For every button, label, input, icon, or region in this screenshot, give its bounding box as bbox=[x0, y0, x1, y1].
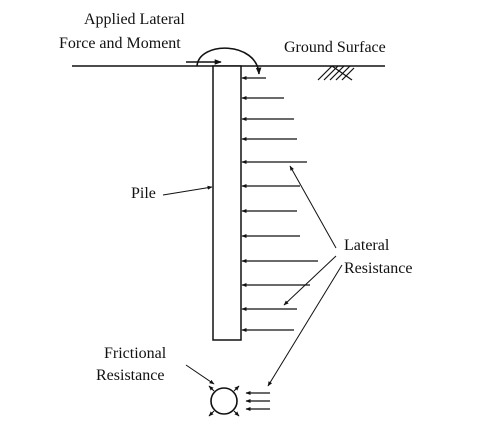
lateral-resistance-label-line1: Lateral bbox=[344, 237, 390, 254]
frictional-leader-line bbox=[185, 364, 215, 385]
pile-cross-section-icon bbox=[208, 385, 240, 417]
lateral-leader-line-2 bbox=[283, 255, 337, 306]
lateral-leader-line-3 bbox=[267, 264, 343, 387]
lateral-resistance-label-line2: Resistance bbox=[344, 260, 413, 277]
applied-force-label-line1: Applied Lateral bbox=[84, 11, 185, 28]
ground-surface-label: Ground Surface bbox=[284, 39, 386, 56]
pile-leader-line bbox=[162, 185, 213, 196]
moment-arrow-icon bbox=[196, 47, 262, 75]
cross-section-lateral-arrows bbox=[245, 391, 270, 411]
ground-hatch-icon bbox=[317, 65, 355, 81]
pile-label: Pile bbox=[131, 185, 156, 202]
frictional-resistance-label-line1: Frictional bbox=[104, 345, 167, 362]
applied-force-label-line2: Force and Moment bbox=[59, 35, 181, 52]
frictional-resistance-label-line2: Resistance bbox=[96, 367, 165, 384]
lateral-leader-line-1 bbox=[289, 165, 337, 249]
pile-shaft bbox=[212, 65, 242, 341]
lateral-resistance-arrows bbox=[241, 76, 318, 332]
